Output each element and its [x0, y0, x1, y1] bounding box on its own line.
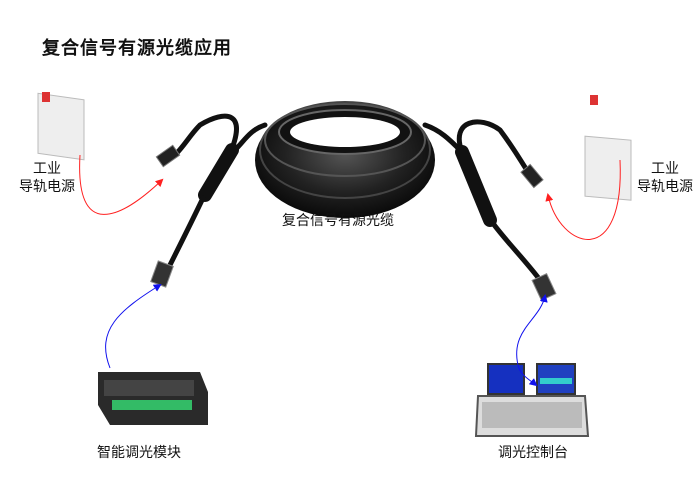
- dimmer-module-label: 智能调光模块: [97, 445, 181, 461]
- console-label: 调光控制台: [498, 445, 568, 461]
- console-signal-line: [517, 364, 538, 387]
- cable-coil: [255, 101, 435, 218]
- right-power-label: 工业 导轨电源: [632, 160, 698, 196]
- left-power-supply-image: [37, 92, 85, 161]
- left-signal-line: [105, 283, 162, 369]
- left-power-line: [79, 154, 164, 215]
- left-power-label-line2: 导轨电源: [19, 179, 75, 195]
- lighting-console-image: [474, 363, 590, 437]
- left-splitter-cable: [150, 113, 268, 288]
- right-power-supply-image: [584, 95, 632, 201]
- left-power-label: 工业 导轨电源: [14, 160, 80, 196]
- right-power-line: [545, 159, 621, 240]
- cable-label: 复合信号有源光缆: [282, 213, 394, 229]
- right-power-label-line1: 工业: [651, 161, 679, 177]
- left-power-label-line1: 工业: [33, 161, 61, 177]
- right-power-label-line2: 导轨电源: [637, 179, 693, 195]
- right-signal-line: [516, 294, 548, 366]
- right-splitter-cable: [422, 119, 557, 302]
- dimmer-module-image: [98, 372, 208, 425]
- page-title: 复合信号有源光缆应用: [42, 38, 232, 59]
